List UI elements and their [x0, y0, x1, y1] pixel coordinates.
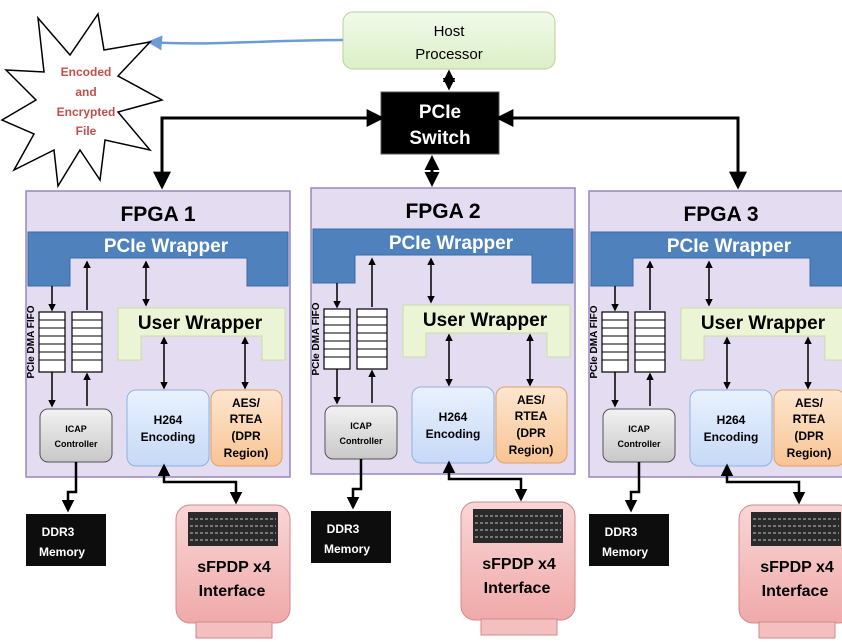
icap-ddr-arrow: [624, 462, 641, 513]
icap-controller: ICAP Controller: [602, 408, 676, 463]
pcie-wrapper-label: PCIe Wrapper: [104, 236, 229, 257]
fifo-left: [323, 308, 351, 370]
icap-controller: ICAP Controller: [39, 408, 113, 463]
sfpdp-label-line2: Interface: [199, 583, 266, 600]
aes-label-line3: (DPR: [516, 426, 546, 440]
pcie-wrapper-label: PCIe Wrapper: [667, 236, 792, 257]
user-wrapper-label: User Wrapper: [138, 313, 263, 334]
fpga-title: FPGA 1: [120, 203, 195, 226]
h264-label-line2: Encoding: [704, 430, 759, 444]
pcie-switch: PCIe Switch: [380, 91, 500, 155]
ddr-label-line1: DDR3: [42, 525, 75, 539]
host-label-line2: Processor: [415, 46, 483, 63]
aes-label-line1: AES/: [795, 396, 824, 410]
user-wrapper-label: User Wrapper: [701, 313, 826, 334]
icap-controller: ICAP Controller: [324, 405, 398, 460]
icap-label-line1: ICAP: [65, 424, 87, 434]
h264-encoder: H264 Encoding: [689, 389, 773, 467]
fifo-left: [38, 311, 66, 373]
sfpdp-label-line2: Interface: [762, 583, 829, 600]
aes-label-line2: RTEA: [230, 412, 263, 426]
switch-label-line1: PCIe: [419, 102, 461, 123]
user-wrapper-label: User Wrapper: [423, 310, 548, 331]
switch-fpga3-arrow: [495, 109, 747, 190]
file-label-line4: File: [76, 124, 97, 138]
aes-label-line2: RTEA: [515, 409, 548, 423]
fpga-title: FPGA 2: [405, 200, 480, 223]
host-to-file-arrow: [147, 35, 344, 51]
fifo-right: [71, 311, 103, 373]
fpga-2: FPGA 2 PCIe Wrapper User Wrapper PCIe DM…: [310, 187, 576, 636]
aes-label-line1: AES/: [232, 396, 261, 410]
ddr-label-line1: DDR3: [327, 522, 360, 536]
h264-label-line1: H264: [439, 410, 468, 424]
h264-sfpdp-arrow: [720, 463, 806, 505]
icap-label-line2: Controller: [617, 439, 660, 449]
aes-rtea-block: AES/ RTEA (DPR Region): [773, 389, 842, 467]
icap-ddr-arrow: [61, 462, 78, 513]
encoded-file-starburst: Encoded and Encrypted File: [0, 12, 164, 189]
aes-label-line4: Region): [787, 446, 832, 460]
fpga-title: FPGA 3: [683, 203, 758, 226]
fifo-label: PCIe DMA FIFO: [589, 305, 600, 378]
aes-label-line3: (DPR: [794, 429, 824, 443]
icap-ddr-arrow: [346, 459, 363, 510]
host-label-line1: Host: [434, 23, 466, 40]
h264-label-line1: H264: [717, 413, 746, 427]
h264-encoder: H264 Encoding: [126, 389, 210, 467]
ddr3-memory: DDR3 Memory: [26, 514, 106, 566]
h264-label-line1: H264: [154, 413, 183, 427]
aes-label-line2: RTEA: [793, 412, 826, 426]
fifo-right: [634, 311, 666, 373]
fpga-1: FPGA 1 PCIe Wrapper User Wrapper PCIe DM…: [25, 190, 291, 639]
icap-label-line1: ICAP: [350, 421, 372, 431]
aes-label-line4: Region): [509, 443, 554, 457]
ddr-label-line2: Memory: [324, 542, 370, 556]
icap-label-line2: Controller: [339, 436, 382, 446]
sfpdp-interface: sFPDP x4 Interface: [175, 504, 291, 639]
ddr3-memory: DDR3 Memory: [311, 511, 391, 563]
switch-label-line2: Switch: [409, 128, 470, 149]
sfpdp-interface: sFPDP x4 Interface: [460, 501, 576, 636]
switch-fpga1-arrow: [153, 109, 385, 190]
ddr-label-line2: Memory: [602, 545, 648, 559]
h264-sfpdp-arrow: [157, 463, 243, 505]
ddr-label-line2: Memory: [39, 545, 85, 559]
h264-sfpdp-arrow: [442, 460, 528, 502]
sfpdp-label-line1: sFPDP x4: [760, 559, 834, 576]
aes-rtea-block: AES/ RTEA (DPR Region): [495, 386, 568, 464]
h264-label-line2: Encoding: [426, 427, 481, 441]
sfpdp-label-line1: sFPDP x4: [197, 559, 271, 576]
sfpdp-interface: sFPDP x4 Interface: [738, 504, 842, 639]
sfpdp-label-line2: Interface: [484, 580, 551, 597]
file-label-line1: Encoded: [61, 65, 112, 79]
aes-label-line4: Region): [224, 446, 269, 460]
aes-label-line3: (DPR: [231, 429, 261, 443]
file-label-line2: and: [75, 85, 96, 99]
fifo-label: PCIe DMA FIFO: [26, 305, 37, 378]
ddr-label-line1: DDR3: [605, 525, 638, 539]
file-label-line3: Encrypted: [57, 105, 116, 119]
aes-label-line1: AES/: [517, 393, 546, 407]
aes-rtea-block: AES/ RTEA (DPR Region): [210, 389, 283, 467]
fifo-left: [601, 311, 629, 373]
h264-encoder: H264 Encoding: [411, 386, 495, 464]
fifo-label: PCIe DMA FIFO: [311, 302, 322, 375]
host-processor: Host Processor: [342, 11, 556, 70]
pcie-wrapper-label: PCIe Wrapper: [389, 233, 514, 254]
sfpdp-label-line1: sFPDP x4: [482, 556, 556, 573]
fifo-right: [356, 308, 388, 370]
icap-label-line2: Controller: [54, 439, 97, 449]
h264-label-line2: Encoding: [141, 430, 196, 444]
ddr3-memory: DDR3 Memory: [589, 514, 669, 566]
fpga-3: FPGA 3 PCIe Wrapper User Wrapper PCIe DM…: [588, 190, 842, 639]
icap-label-line1: ICAP: [628, 424, 650, 434]
